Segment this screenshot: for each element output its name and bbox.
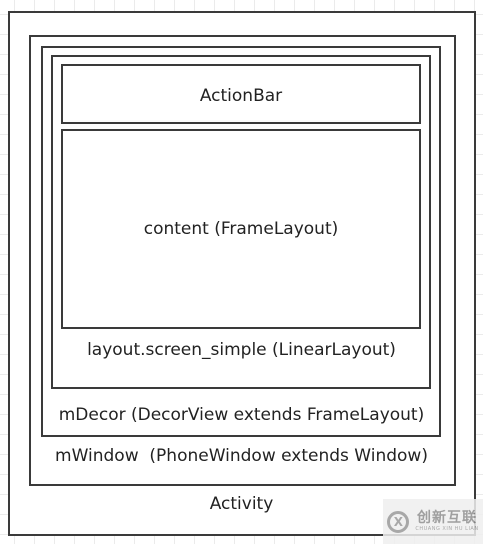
watermark-text-cn: 创新互联 (416, 510, 477, 526)
content-box: content (FrameLayout) (61, 129, 421, 329)
decor-view-label: mDecor (DecorView extends FrameLayout) (58, 405, 425, 425)
window-label: mWindow (PhoneWindow extends Window) (55, 446, 428, 466)
watermark-brand: 创新互联 CHUANG XIN HU LIAN (415, 510, 478, 533)
actionbar-label: ActionBar (199, 86, 283, 106)
screen-simple-label: layout.screen_simple (LinearLayout) (87, 340, 396, 360)
activity-label: Activity (209, 494, 274, 514)
watermark-logo: X 创新互联 CHUANG XIN HU LIAN (383, 499, 483, 544)
content-label: content (FrameLayout) (143, 219, 339, 239)
swirl-logo-icon: X (387, 510, 410, 533)
watermark-text-en: CHUANG XIN HU LIAN (415, 526, 479, 532)
actionbar-box: ActionBar (61, 64, 421, 124)
